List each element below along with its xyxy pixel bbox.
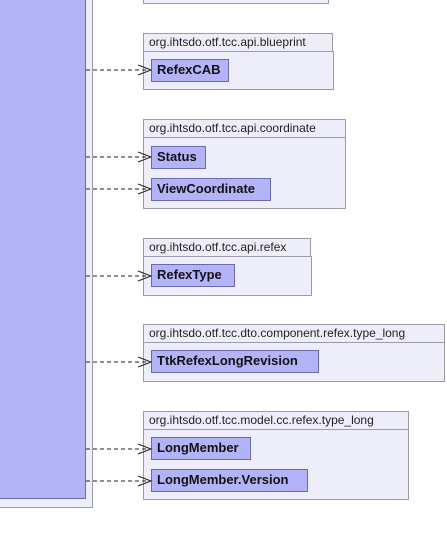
class-status[interactable]: Status xyxy=(151,146,206,169)
class-viewcoordinate[interactable]: ViewCoordinate xyxy=(151,178,271,201)
dependency-arrow-ttkrefexlongrevision xyxy=(86,356,153,368)
class-longmember[interactable]: LongMember xyxy=(151,437,251,460)
class-longmember-version[interactable]: LongMember.Version xyxy=(151,469,308,492)
source-class-box[interactable] xyxy=(0,0,86,499)
dependency-arrow-status xyxy=(86,151,153,163)
class-ttkrefexlongrevision[interactable]: TtkRefexLongRevision xyxy=(151,350,319,373)
class-refexcab[interactable]: RefexCAB xyxy=(151,59,229,82)
dependency-arrow-longmember xyxy=(86,443,153,455)
dependency-arrow-viewcoordinate xyxy=(86,183,153,195)
package-label: org.ihtsdo.otf.tcc.model.cc.refex.type_l… xyxy=(143,411,409,430)
class-refextype[interactable]: RefexType xyxy=(151,264,235,287)
package-box-partial xyxy=(143,0,329,4)
dependency-arrow-longmember-version xyxy=(86,475,153,487)
dependency-arrow-refextype xyxy=(86,270,153,282)
dependency-arrow-refexcab xyxy=(86,64,153,76)
